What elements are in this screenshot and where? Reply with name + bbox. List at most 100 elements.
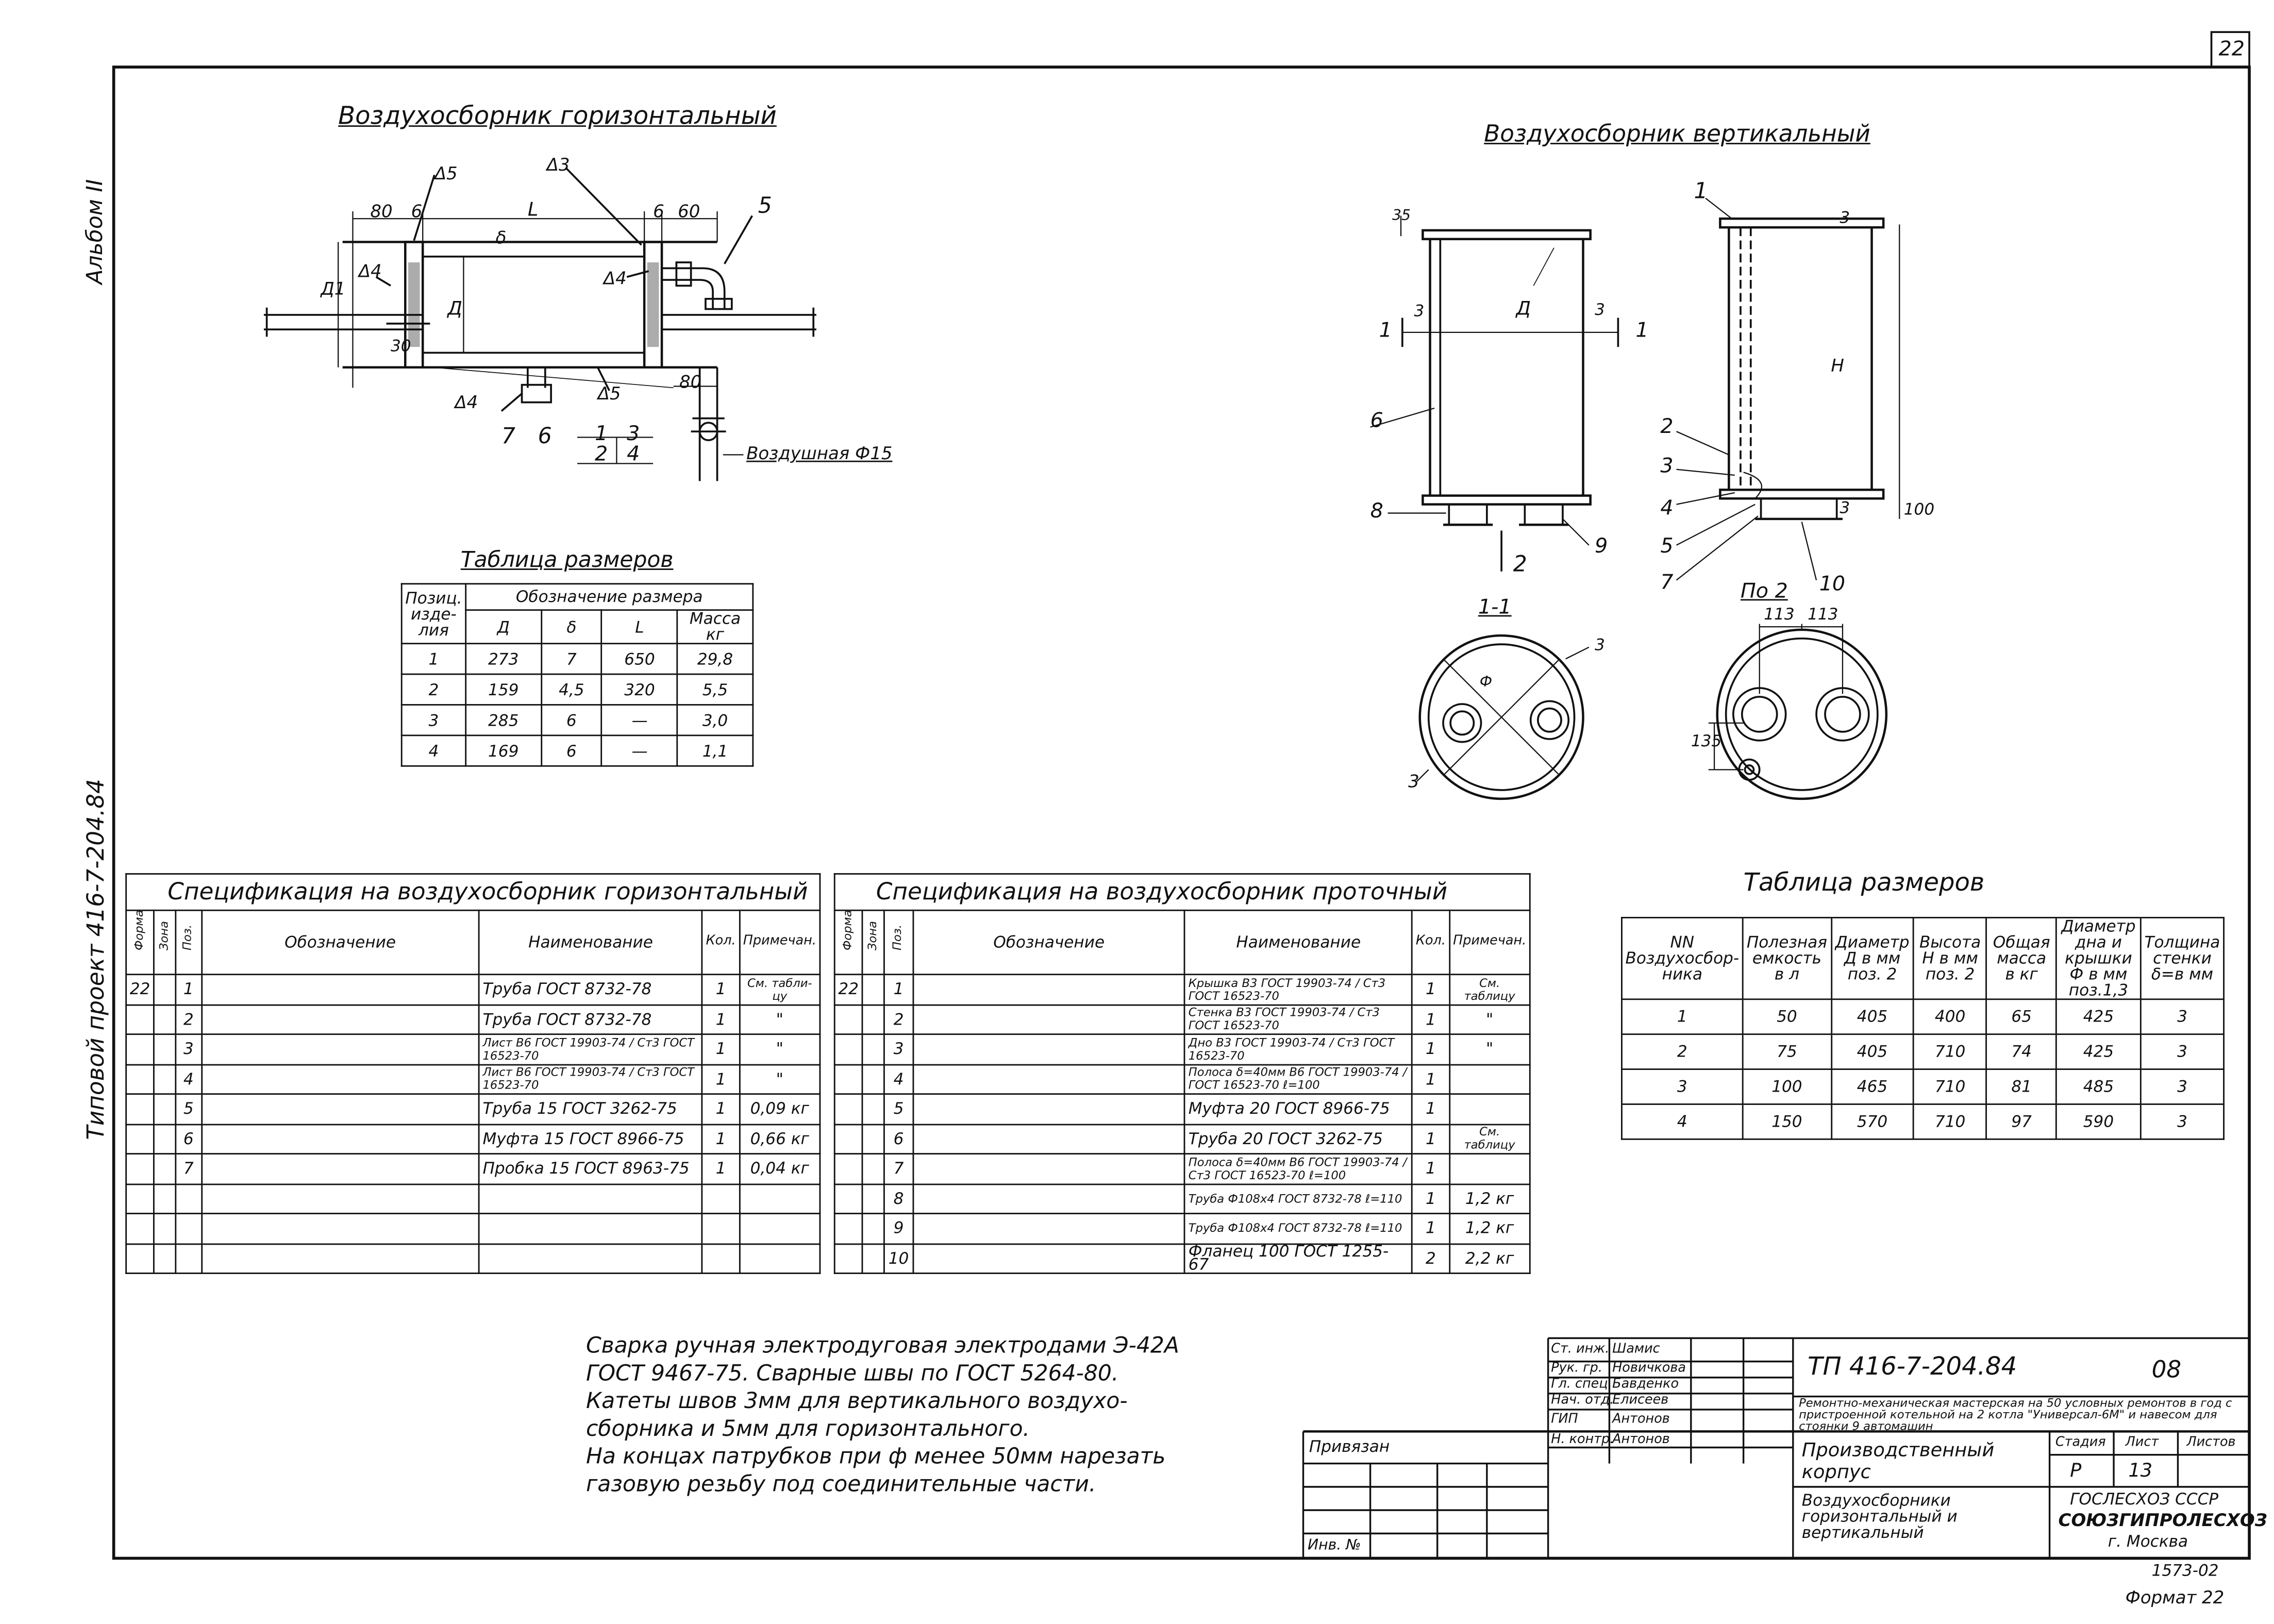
table-cell: 3 [1621,1068,1744,1105]
table-row [125,1183,821,1214]
table-cell: 3 [2139,1103,2225,1140]
table-header: Обозначение [912,909,1186,976]
table-cell: 22 [833,974,863,1006]
position-label: 8 [1370,500,1383,524]
table-cell: 570 [1830,1103,1914,1140]
table-cell: " [739,1063,821,1095]
table-cell: 3,0 [676,704,754,736]
table-cell [739,1183,821,1214]
table-cell: 485 [2055,1068,2142,1105]
table-cell: 75 [1742,1033,1832,1070]
weld-label: Δ3 [546,154,570,175]
weld-label: Δ5 [434,163,458,184]
spec-h-title: Спецификация на воздухосборник горизонта… [125,873,821,910]
table-cell: 3 [2139,998,2225,1035]
notes: Сварка ручная электродуговая электродами… [586,1332,1179,1498]
vertical-collector-drawing [1370,197,1900,800]
table-cell: Труба 15 ГОСТ 3262-75 [478,1093,703,1125]
table-cell: " [739,1033,821,1065]
rotated-header-text: Формат [841,910,855,950]
horizontal-title: Воздухосборник горизонтальный [338,102,777,131]
table-cell: 169 [465,734,542,767]
position-label: 5 [1660,534,1674,559]
table-cell: 2 [1411,1243,1450,1274]
position-label: 7 [501,423,515,449]
role-label: Гл. спец. [1551,1377,1612,1393]
table-cell [912,1063,1186,1095]
table-cell: Дно В3 ГОСТ 19903-74 / Ст3 ГОСТ 16523-70 [1184,1033,1413,1065]
dimension-label: Д [1516,298,1531,321]
table-cell [861,974,885,1006]
dimension-label: 6 [411,201,423,222]
table-cell [125,1243,155,1274]
table-cell: 0,09 кг [739,1093,821,1125]
note-line: Катеты швов 3мм для вертикального воздух… [586,1387,1128,1414]
table-header: Наименование [478,909,703,976]
table-header: Толщина стенки δ=в мм [2139,917,2225,1000]
table-header: Общая масса в кг [1986,917,2057,1000]
table-cell [200,974,480,1006]
table-cell: 0,66 кг [739,1123,821,1154]
table-cell [912,1153,1186,1184]
table-cell: Пробка 15 ГОСТ 8963-75 [478,1153,703,1184]
table-cell [833,1063,863,1095]
table-cell: 150 [1742,1103,1832,1140]
table-cell: — [601,734,678,767]
project-code: ТП 416-7-204.84 [1808,1352,2017,1382]
table-cell: 6 [540,704,603,736]
table-cell: Крышка В3 ГОСТ 19903-74 / Ст3 ГОСТ 16523… [1184,974,1413,1006]
air-vent-label: Воздушная Ф15 [746,443,893,464]
table-cell [153,1123,177,1154]
table-header: Поз. [883,909,914,976]
table-cell [833,1243,863,1274]
table-cell [739,1213,821,1244]
table-cell [739,1243,821,1274]
table-cell: 2 [400,673,467,706]
role-label: Нач. отд. [1551,1393,1614,1409]
table-cell: 5,5 [676,673,754,706]
table-cell [912,1033,1186,1065]
table-cell: 8 [883,1183,914,1214]
table-cell: См. таблицу [1448,1123,1531,1154]
dimension-label: 3 [1840,208,1850,228]
sizes-h-table: Позиц. изде- лия Обозначение размера Д δ… [400,583,754,767]
section-mark: 2 [1513,551,1527,578]
table-cell [200,1183,480,1214]
table-cell [833,1093,863,1125]
dimension-label: 3 [1414,302,1425,321]
table-cell [153,1003,177,1035]
table-cell [861,1063,885,1095]
role-label: Н. контр. [1551,1433,1614,1448]
building-name: Производственный корпус [1801,1440,1995,1484]
table-cell: Фланец 100 ГОСТ 1255-67 [1184,1243,1413,1274]
table-cell: 710 [1912,1103,1988,1140]
table-cell [861,1183,885,1214]
table-cell [125,1063,155,1095]
dimension-label: 113 [1764,605,1795,624]
spec-v-title: Спецификация на воздухосборник проточный [833,873,1531,910]
section-title: 1-1 [1478,596,1512,620]
dimension-label: 80 [370,201,393,222]
role-name: Елисеев [1612,1393,1669,1409]
org-line-1: ГОСЛЕСХОЗ СССР [2070,1489,2219,1509]
table-cell: 1,2 кг [1448,1213,1531,1244]
table-cell [153,1093,177,1125]
sizes-v-title: Таблица размеров [1743,868,1985,898]
position-label: 6 [538,423,552,449]
table-cell: 0,04 кг [739,1153,821,1184]
position-label: 1 [594,423,608,446]
position-label: 9 [1595,534,1608,559]
table-header: Позиц. изде- лия [400,583,467,645]
table-cell: 1 [400,643,467,675]
role-name: Бавденко [1612,1377,1679,1393]
table-cell: " [1448,1003,1531,1035]
dimension-label: 80 [679,372,702,392]
